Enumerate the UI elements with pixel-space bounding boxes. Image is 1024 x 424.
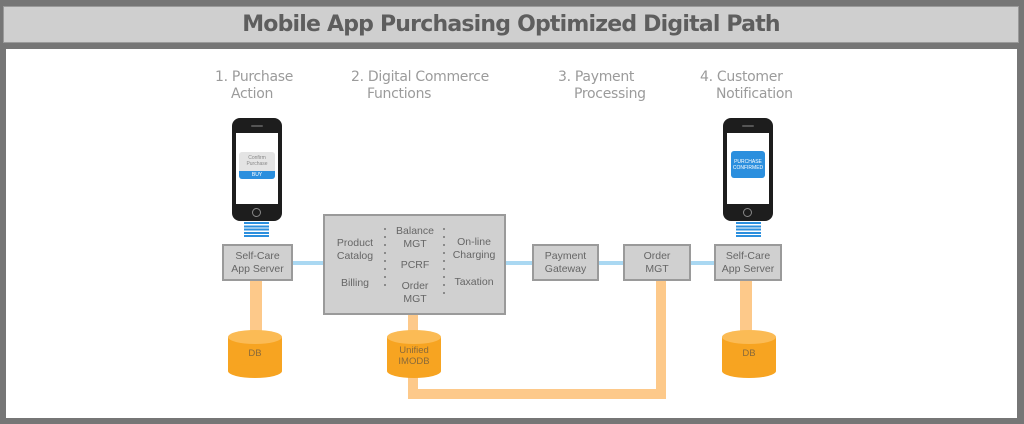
buy-button[interactable]: BUY: [239, 171, 275, 179]
page-title: Mobile App Purchasing Optimized Digital …: [242, 12, 780, 37]
link-server-to-commerce: [293, 261, 323, 265]
speaker-icon: [742, 125, 754, 127]
pipe-order-mgt-down: [656, 281, 666, 399]
db-left: DB: [228, 330, 282, 378]
speaker-icon: [251, 125, 263, 127]
db-right: DB: [722, 330, 776, 378]
pipe-commerce-to-imodb: [408, 315, 418, 335]
confirm-dialog: Confirm Purchase BUY: [239, 152, 275, 179]
commerce-col-2: Balance MGT PCRF Order MGT: [396, 225, 434, 305]
diagram-panel: [6, 49, 1017, 418]
pipe-server-right-to-db: [740, 281, 752, 336]
pipe-bottom-horizontal: [408, 389, 666, 399]
link-order-to-server: [691, 261, 714, 265]
signal-stripes-icon: [736, 222, 761, 238]
digital-commerce-functions-box: [323, 214, 506, 315]
db-right-label: DB: [742, 348, 756, 359]
home-button-icon: [743, 208, 752, 217]
purchase-confirmed-badge: PURCHASE CONFIRMED: [731, 151, 765, 178]
commerce-col-1: Product Catalog Billing: [336, 237, 374, 289]
phone-purchase-action: Confirm Purchase BUY: [232, 118, 282, 221]
phone-customer-notification: PURCHASE CONFIRMED: [723, 118, 773, 221]
home-button-icon: [252, 208, 261, 217]
divider-dots-1: [384, 228, 386, 288]
pipe-server-left-to-db: [250, 281, 262, 336]
step-1-heading: 1. Purchase Action: [215, 69, 294, 102]
title-bar: Mobile App Purchasing Optimized Digital …: [3, 6, 1019, 43]
db-left-label: DB: [248, 348, 262, 359]
divider-dots-2: [443, 228, 445, 298]
link-gateway-to-order: [599, 261, 623, 265]
imodb-label: Unified IMODB: [398, 345, 430, 367]
unified-imodb: Unified IMODB: [387, 330, 441, 378]
signal-stripes-icon: [244, 222, 269, 238]
pipe-imodb-down: [408, 370, 418, 399]
step-2-heading: 2. Digital Commerce Functions: [351, 69, 489, 102]
commerce-col-3: On-line Charging Taxation: [452, 236, 496, 288]
link-commerce-to-gateway: [506, 261, 532, 265]
step-3-heading: 3. Payment Processing: [558, 69, 646, 102]
phone-screen: PURCHASE CONFIRMED: [727, 133, 769, 204]
phone-screen: Confirm Purchase BUY: [236, 133, 278, 204]
step-4-heading: 4. Customer Notification: [700, 69, 793, 102]
